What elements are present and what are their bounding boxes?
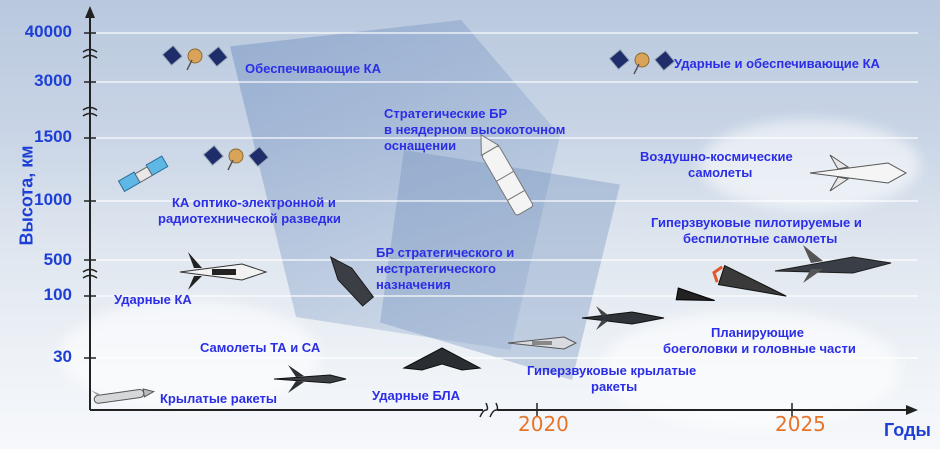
label-support-ka: Обеспечивающие КА — [245, 61, 382, 76]
cruise-missile-icon — [507, 336, 578, 350]
hypersonic-aircraft-icon — [774, 245, 892, 283]
uav-icon — [402, 347, 482, 371]
x-tick-2025: 2025 — [775, 412, 826, 436]
y-tick: 500 — [43, 250, 72, 269]
y-tick: 1500 — [34, 127, 72, 146]
fighter-jet-icon — [273, 365, 347, 393]
ballistic-missile-icon — [329, 256, 375, 307]
x-tick-2020: 2020 — [518, 412, 569, 436]
ballistic-missile-icon — [480, 133, 534, 216]
cruise-missile-icon — [90, 388, 156, 404]
x-axis-title: Годы — [884, 420, 931, 440]
hypersonic-aircraft-icon — [581, 306, 665, 330]
label-cruise-missiles: Крылатые ракеты — [160, 391, 277, 406]
satellite-icon — [202, 144, 270, 171]
label-strike-support-ka: Ударные и обеспечивающие КА — [674, 56, 880, 71]
satellite-icon — [161, 44, 229, 71]
y-tick: 3000 — [34, 71, 72, 90]
satellite-icon — [608, 48, 676, 75]
label-strike-uav: Ударные БЛА — [372, 388, 461, 403]
cloud-decoration — [60, 300, 320, 410]
spaceplane-icon — [179, 252, 268, 290]
glide-vehicle-icon — [675, 287, 715, 301]
label-aircraft-ta-sa: Самолеты ТА и СА — [200, 340, 321, 355]
y-tick: 100 — [43, 285, 72, 304]
spy-satellite-icon — [117, 155, 169, 193]
glide-vehicle-icon — [712, 264, 787, 297]
label-strike-ka: Ударные КА — [114, 292, 192, 307]
y-tick: 40000 — [24, 22, 72, 41]
y-tick: 1000 — [34, 190, 72, 209]
y-tick: 30 — [53, 347, 72, 366]
spaceplane-icon — [809, 154, 908, 192]
